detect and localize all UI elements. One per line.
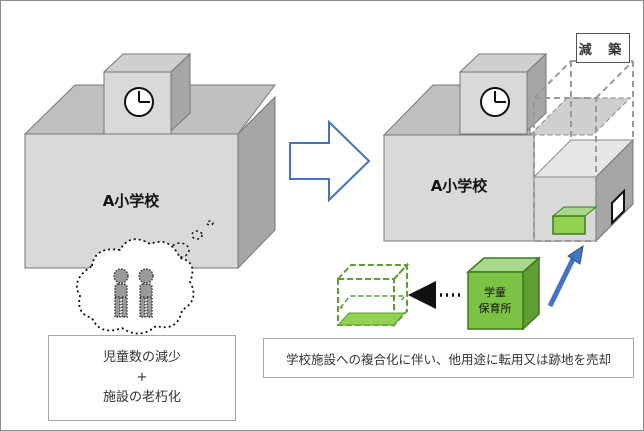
childcare-label-1: 学童 bbox=[484, 285, 506, 299]
former-childcare-box bbox=[335, 262, 410, 328]
school-left-name: A小学校 bbox=[103, 192, 161, 210]
childcare-cube: 学童 保育所 bbox=[466, 256, 541, 331]
cause-line-1: 児童数の減少 bbox=[102, 350, 181, 365]
school-right-building: A小学校 bbox=[382, 52, 635, 243]
thought-cloud bbox=[76, 238, 195, 335]
school-right-name: A小学校 bbox=[431, 177, 489, 195]
school-left-building: A小学校 bbox=[23, 52, 277, 270]
transform-arrow bbox=[289, 119, 371, 203]
move-in-arrow bbox=[547, 253, 578, 308]
cause-line-2: + bbox=[136, 370, 148, 385]
clock-icon bbox=[124, 87, 154, 117]
side-window bbox=[611, 188, 625, 226]
result-box: 学校施設への複合化に伴い、他用途に転用又は跡地を売却 bbox=[263, 338, 634, 378]
clock-icon bbox=[480, 87, 510, 117]
childcare-inset bbox=[552, 215, 586, 235]
cause-box: 児童数の減少 + 施設の老朽化 bbox=[48, 335, 236, 421]
genchiku-badge: 減 築 bbox=[576, 33, 630, 63]
cause-line-3: 施設の老朽化 bbox=[102, 390, 181, 405]
front-right bbox=[383, 134, 535, 242]
childcare-label-2: 保育所 bbox=[479, 301, 512, 315]
removed-volume bbox=[533, 60, 634, 242]
children-icon bbox=[113, 268, 154, 318]
